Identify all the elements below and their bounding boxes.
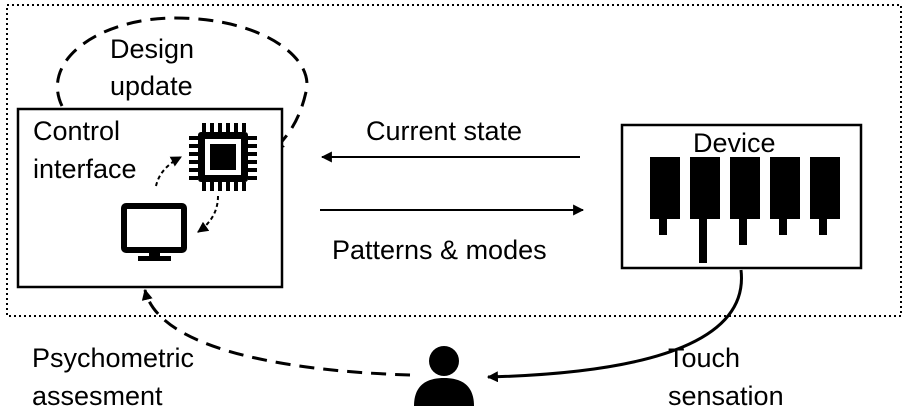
design-update-label-line2: update — [110, 71, 193, 101]
patterns-modes-label: Patterns & modes — [332, 235, 547, 265]
actuator-pin — [779, 219, 787, 235]
monitor-icon — [121, 203, 187, 261]
cpu-chip-icon — [189, 123, 257, 191]
actuator-body — [730, 157, 760, 219]
actuator-pin — [699, 219, 707, 263]
touch-sensation-arrow — [486, 269, 743, 383]
actuator-array — [650, 157, 840, 263]
actuator-body — [650, 157, 680, 219]
actuator-pin — [659, 219, 667, 235]
device-label: Device — [693, 128, 776, 158]
control-interface-label-line2: interface — [33, 154, 137, 184]
actuator-body — [770, 157, 800, 219]
design-update-label-line1: Design — [110, 34, 194, 64]
system-boundary — [6, 4, 902, 317]
actuator-pin — [819, 219, 827, 235]
touch-label-line1: Touch — [668, 343, 740, 373]
psychometric-label-line2: assesment — [32, 381, 163, 411]
control-interface-label-line1: Control — [33, 116, 120, 146]
actuator-pin — [739, 219, 747, 245]
actuator-body — [810, 157, 840, 219]
person-icon — [414, 346, 474, 406]
monitor-to-chip-arrow — [155, 156, 182, 187]
chip-to-monitor-arrow — [197, 195, 219, 233]
psychometric-assessment-arrow — [141, 288, 411, 377]
touch-label-line2: sensation — [668, 381, 784, 411]
actuator-body — [690, 157, 720, 219]
psychometric-label-line1: Psychometric — [32, 343, 194, 373]
design-update-loop — [55, 16, 309, 152]
current-state-label: Current state — [366, 116, 522, 146]
